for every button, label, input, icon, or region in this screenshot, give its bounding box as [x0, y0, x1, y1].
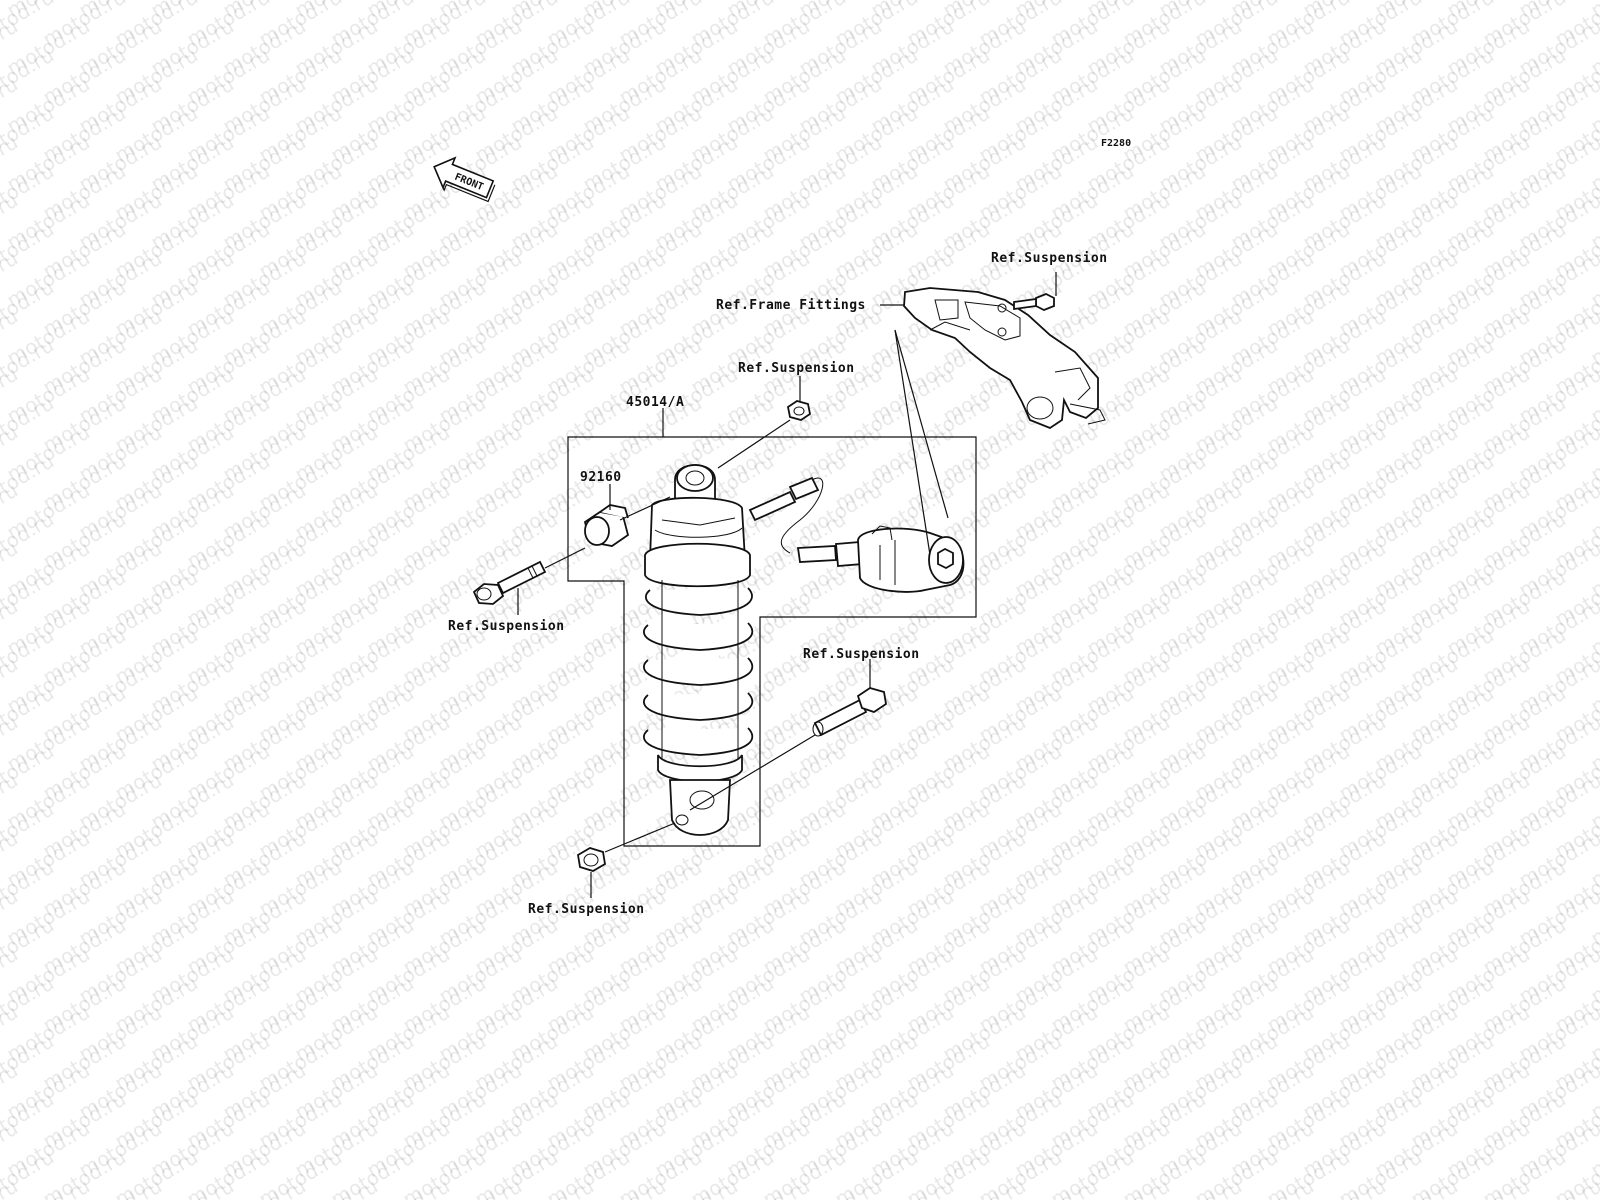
label-ref-suspension-lower-bolt: Ref.Suspension: [803, 647, 920, 662]
label-part-92160: 92160: [580, 470, 622, 485]
front-arrow-icon: FRONT: [433, 156, 496, 203]
nut-bottom: [577, 847, 606, 872]
label-ref-suspension-top-nut: Ref.Suspension: [738, 361, 855, 376]
bolt-top-right: [1013, 293, 1055, 311]
nut-upper: [786, 400, 812, 421]
assembly-bracket-outline: [567, 436, 977, 847]
bushing-92160: [583, 504, 630, 547]
label-part-45014a: 45014/A: [626, 395, 684, 410]
bolt-left: [472, 560, 547, 605]
remote-reservoir: [796, 525, 965, 593]
shock-absorber: [643, 464, 824, 836]
label-ref-suspension-left-bolt: Ref.Suspension: [448, 619, 565, 634]
label-ref-frame-fittings: Ref.Frame Fittings: [716, 298, 866, 313]
label-ref-suspension-top-right: Ref.Suspension: [991, 251, 1108, 266]
label-ref-suspension-bottom-nut: Ref.Suspension: [528, 902, 645, 917]
leader-lines: [517, 272, 1057, 898]
frame-fitting-bracket: [903, 287, 1106, 430]
figure-code: F2280: [1101, 138, 1131, 149]
bolt-lower: [812, 687, 887, 737]
